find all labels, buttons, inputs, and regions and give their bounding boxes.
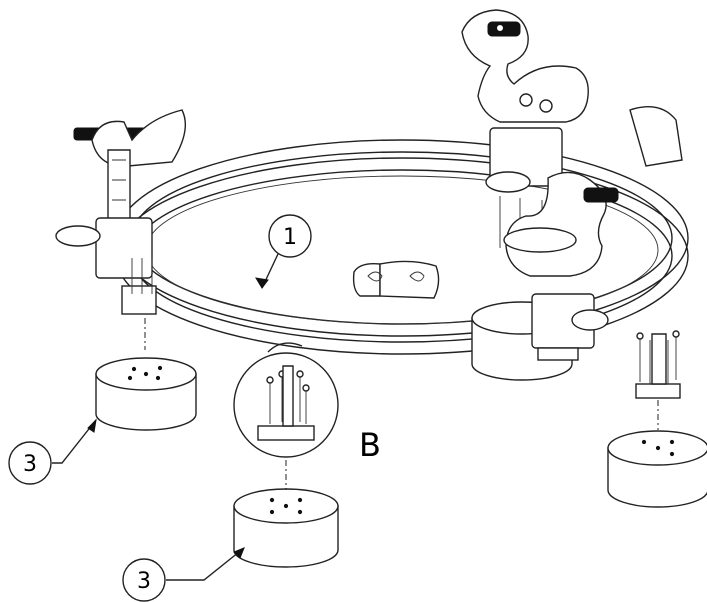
callout-part-1: 1 xyxy=(255,214,312,289)
back-panels xyxy=(352,106,683,299)
callout-bubble xyxy=(122,558,166,602)
duck-seat-top xyxy=(461,9,589,250)
duck-handle-icon xyxy=(487,21,521,37)
callout-part-3-left: 3 xyxy=(8,418,97,485)
callout-bubble xyxy=(268,214,312,258)
detail-b xyxy=(233,342,339,458)
callout-3-left-label: 3 xyxy=(23,452,37,477)
callout-1-label: 1 xyxy=(283,225,297,250)
callout-part-3-bottom: 3 xyxy=(122,547,245,602)
base-right xyxy=(607,330,707,508)
detail-label: B xyxy=(359,426,381,464)
callout-bubble xyxy=(8,441,52,485)
base-left xyxy=(95,357,197,431)
duck-handle-right-icon xyxy=(583,187,619,203)
left-seat-unit xyxy=(55,109,186,350)
center-seat-unit xyxy=(531,293,609,361)
callout-3-bottom-label: 3 xyxy=(137,569,151,594)
base-bottom xyxy=(233,446,339,568)
duck-seat-right xyxy=(503,171,619,277)
footrest-icon xyxy=(55,225,101,247)
